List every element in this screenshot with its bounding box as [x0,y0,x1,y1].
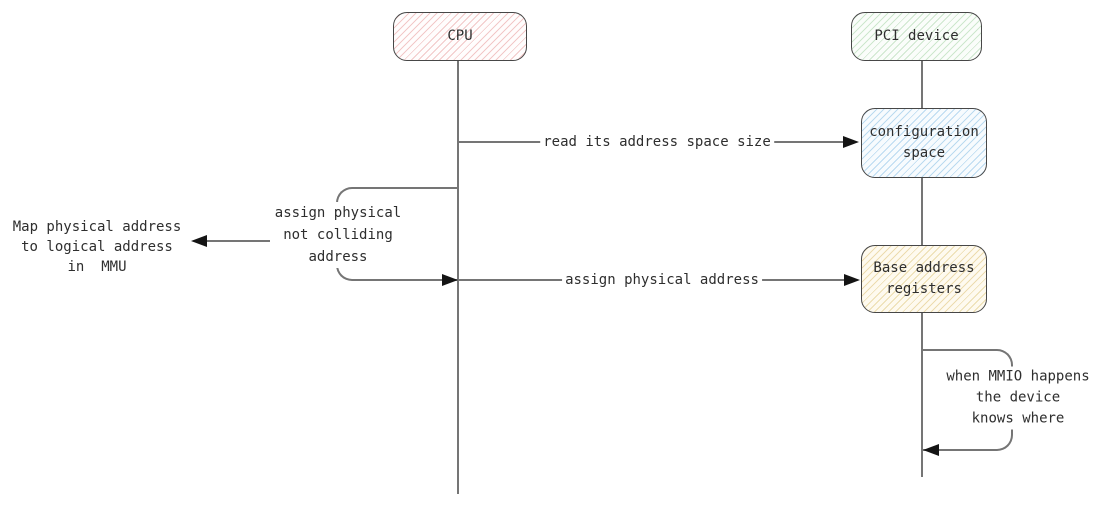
actor-box-pci-device: PCI device [851,12,982,61]
pci-self-loop-label: when MMIO happens the device knows where [943,366,1093,430]
pci-lifeline-segment-middle [921,177,923,245]
arrowhead-right-icon [843,136,859,148]
note-mmu-label: Map physical address to logical address … [12,219,182,275]
cpu-lifeline [457,61,459,494]
arrowhead-left-icon [191,235,207,247]
base-address-registers-label: Base address registers [873,260,975,297]
actor-cpu-label: CPU [447,28,473,44]
arrowhead-right-icon [442,274,458,286]
message-read-size-label: read its address space size [540,131,774,153]
arrowhead-left-icon [923,444,939,456]
node-box-configuration-space: configuration space [861,108,987,178]
node-box-base-address-registers: Base address registers [861,245,987,313]
cpu-self-loop-label: assign physical not colliding address [271,202,405,268]
arrowhead-right-icon [844,274,860,286]
message-assign-physical-label: assign physical address [562,269,762,291]
pci-lifeline-segment-top [921,61,923,108]
actor-pci-device-label: PCI device [874,28,959,44]
configuration-space-label: configuration space [869,124,979,161]
actor-box-cpu: CPU [393,12,527,61]
note-mmu-line [207,240,270,242]
pci-lifeline-segment-bottom [921,313,923,477]
